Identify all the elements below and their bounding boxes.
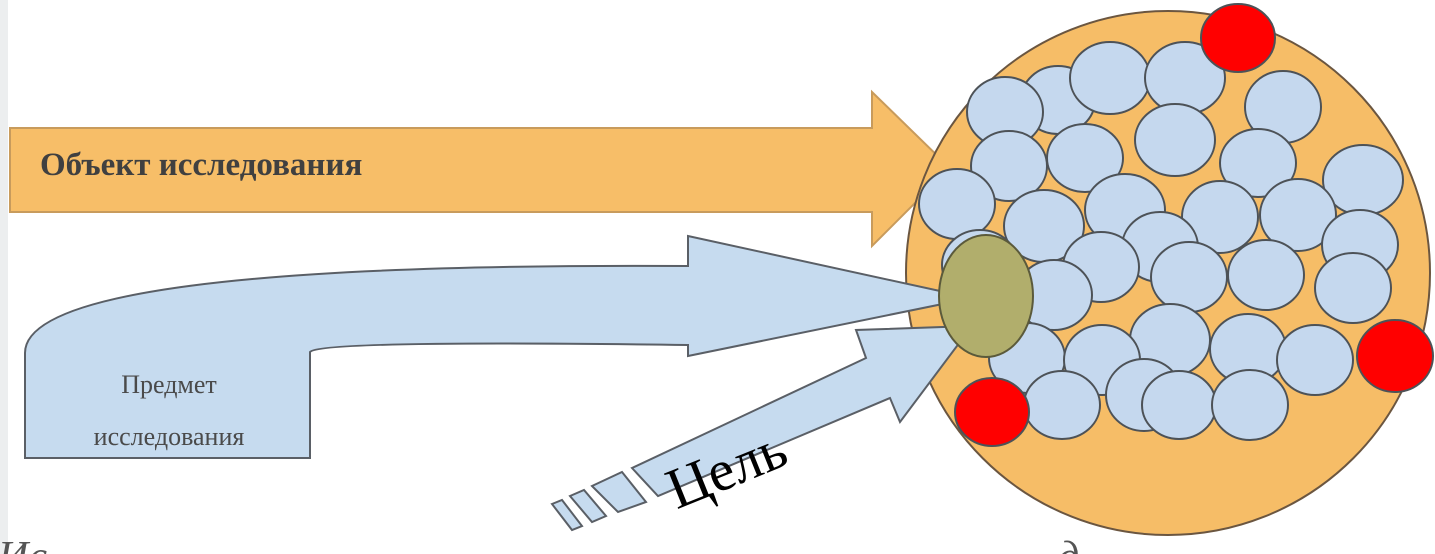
element: [1211, 369, 1289, 441]
goal-arrow-tail-segment-1: [590, 470, 648, 514]
goal-arrow-tail-segment-3: [550, 498, 584, 532]
element: [1023, 370, 1101, 440]
element: [1141, 370, 1217, 440]
object-arrow: [9, 89, 952, 249]
special-element: [1356, 319, 1434, 393]
bottom-text-fragment-left: Ис: [0, 534, 47, 554]
subject-arrow: [24, 234, 973, 459]
special-element: [1200, 3, 1276, 73]
cluster-elements: [918, 41, 1404, 441]
special-element: [954, 377, 1030, 447]
slide-edge-stripe: [0, 0, 8, 554]
element: [1259, 178, 1337, 252]
subject-arrow-label-line2: исследования: [94, 422, 245, 451]
element: [1227, 239, 1305, 311]
element: [1150, 241, 1228, 313]
goal-arrow: [630, 324, 975, 498]
bottom-text-fragment-right: д: [1058, 534, 1079, 554]
element: [1069, 41, 1151, 115]
element: [1276, 324, 1354, 396]
element: [1181, 180, 1259, 254]
subject-arrow-label-line1: Предмет: [121, 370, 217, 399]
element: [1219, 128, 1297, 198]
element: [1134, 103, 1216, 177]
goal-arrow-tail-segment-2: [568, 488, 608, 524]
element: [918, 168, 996, 240]
special-elements: [954, 3, 1434, 447]
element: [970, 130, 1048, 202]
object-arrow-label: Объект исследования: [40, 147, 362, 183]
element: [1314, 252, 1392, 324]
subject-element: [938, 234, 1034, 358]
